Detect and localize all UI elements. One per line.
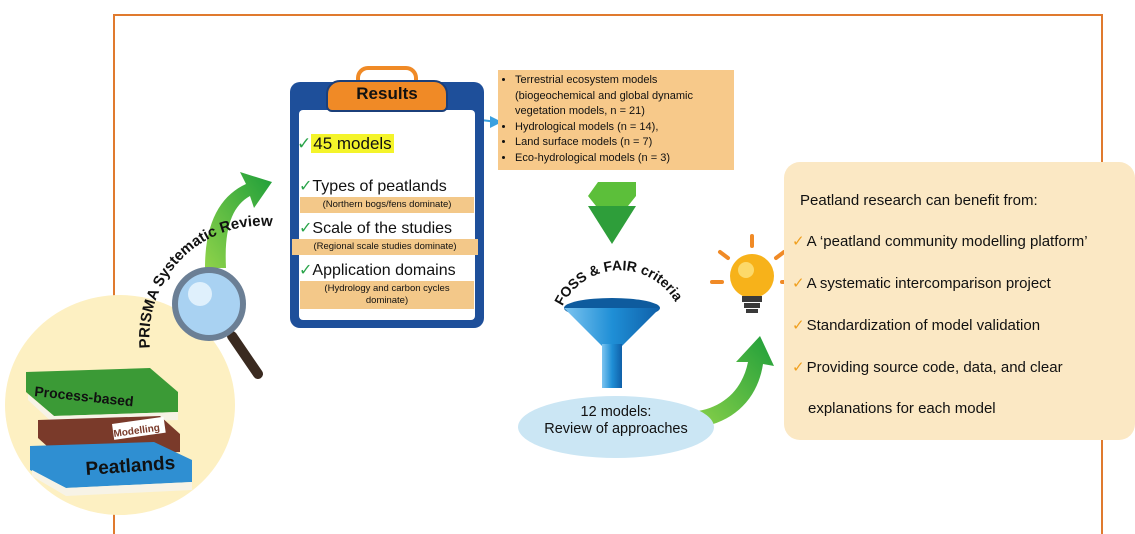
benefit-item: ✓Standardization of model validation	[792, 317, 1041, 334]
check-icon: ✓	[299, 178, 313, 195]
arrow-down-icon	[588, 182, 636, 244]
benefits-panel	[784, 162, 1135, 440]
clipboard-header	[326, 80, 448, 112]
tick-icon: ✓	[792, 317, 805, 334]
results-item-note: (Northern bogs/fens dominate)	[300, 197, 474, 213]
book-label-middle-bg	[111, 416, 166, 440]
model-type-item: Eco-hydrological models (n = 3)	[515, 151, 728, 167]
book-label-top: Process-based	[34, 383, 135, 409]
model-type-item: Hydrological models (n = 14),	[515, 120, 728, 136]
books-stack-icon	[26, 368, 192, 496]
model-types-box: Terrestrial ecosystem models (biogeochem…	[498, 70, 734, 170]
results-item-label: Types of peatlands	[312, 178, 447, 195]
diagram-graphics	[5, 116, 794, 515]
arrow-to-benefits-icon	[690, 336, 774, 428]
check-icon: ✓	[299, 262, 313, 279]
lightbulb-icon	[710, 234, 794, 313]
model-type-item: Terrestrial ecosystem models (biogeochem…	[515, 73, 728, 120]
tick-icon: ✓	[792, 275, 805, 292]
results-item: ✓Application domains	[299, 260, 456, 280]
benefit-item: ✓A ‘peatland community modelling platfor…	[792, 233, 1088, 250]
filter-label: FOSS & FAIR criteria	[551, 257, 687, 308]
benefits-title: Peatland research can benefit from:	[800, 192, 1038, 209]
models-count-item: ✓45 models	[297, 134, 394, 154]
tick-icon: ✓	[792, 233, 805, 250]
check-icon: ✓	[297, 134, 312, 153]
prisma-label: PRISMA Systematic Review	[136, 213, 273, 349]
results-item-label: Scale of the studies	[312, 220, 453, 237]
book-label-bottom: Peatlands	[85, 453, 176, 480]
outcome-cloud	[518, 396, 714, 458]
results-item-label: Application domains	[312, 262, 456, 279]
benefit-item-continuation: explanations for each model	[808, 400, 996, 417]
results-title: Results	[356, 84, 418, 103]
results-item: ✓Scale of the studies	[299, 218, 452, 238]
results-item-note: (Regional scale studies dominate)	[292, 239, 478, 255]
clipboard-clip-icon	[356, 66, 418, 88]
results-item: ✓Types of peatlands	[299, 176, 447, 196]
check-icon: ✓	[299, 220, 313, 237]
models-count: 45 models	[311, 134, 394, 153]
outcome-text: 12 models: Review of approaches	[544, 404, 688, 437]
funnel-icon	[564, 298, 660, 388]
curved-labels: PRISMA Systematic Review FOSS & FAIR cri…	[34, 213, 687, 480]
benefit-item: ✓Providing source code, data, and clear	[792, 359, 1063, 376]
results-item-note: (Hydrology and carbon cycles dominate)	[300, 281, 474, 309]
model-type-item: Land surface models (n = 7)	[515, 135, 728, 151]
benefit-item: ✓A systematic intercomparison project	[792, 275, 1051, 292]
tick-icon: ✓	[792, 359, 805, 376]
arrow-to-results-icon	[205, 172, 272, 268]
magnifier-icon	[172, 267, 263, 379]
